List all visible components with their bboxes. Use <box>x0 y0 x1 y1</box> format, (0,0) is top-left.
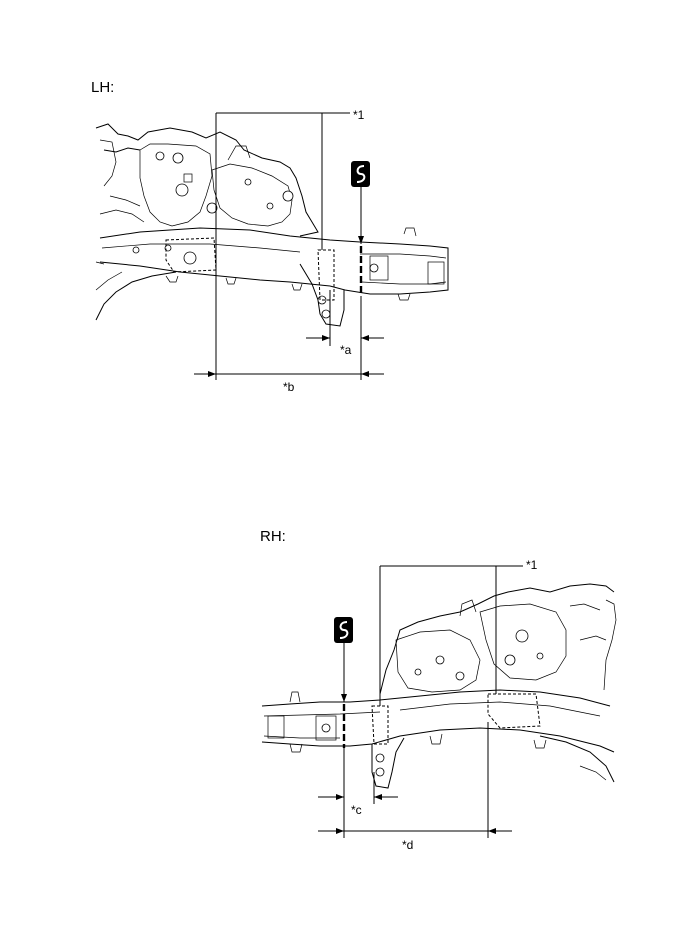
rh-dim-d-label: *d <box>402 838 414 852</box>
lh-title: LH: <box>91 79 115 96</box>
rh-dim-c-label: *c <box>351 803 362 817</box>
rh-frame-drawing <box>261 583 617 789</box>
lh-dim-b-label: *b <box>283 380 295 394</box>
rh-callout-1: *1 <box>526 558 538 572</box>
rh-saw-cut-icon <box>334 617 353 643</box>
rh-title: RH: <box>260 528 286 545</box>
lh-callout-1: *1 <box>353 108 365 122</box>
lh-dim-a-label: *a <box>340 343 352 357</box>
lh-frame-drawing <box>95 123 449 327</box>
lh-saw-cut-icon <box>351 161 370 187</box>
